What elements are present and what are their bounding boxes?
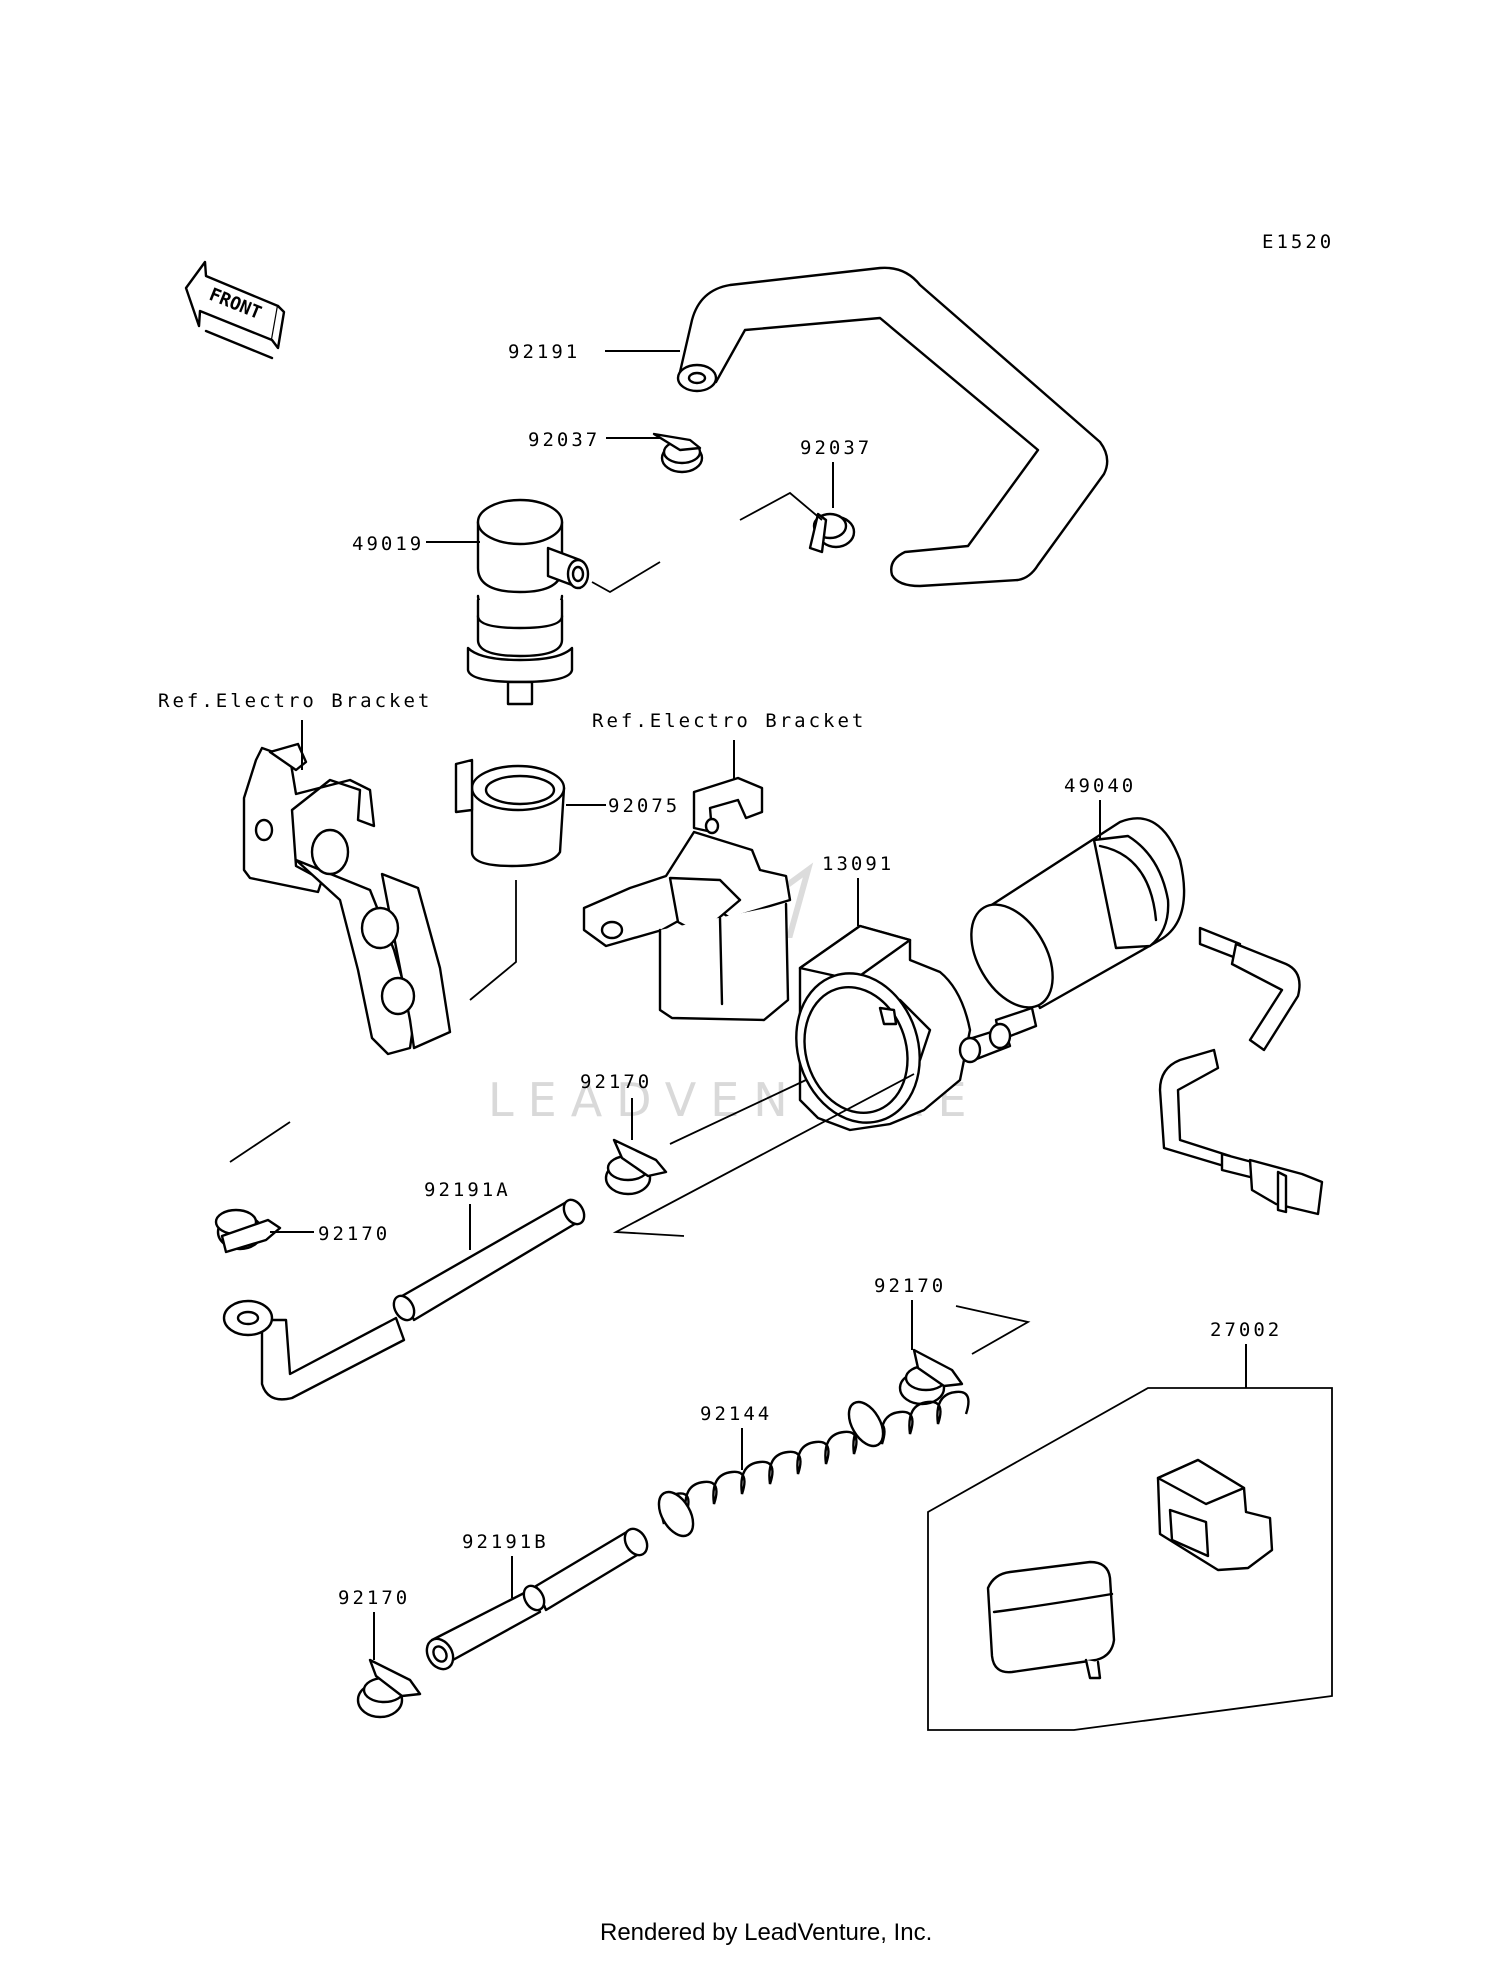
diagram-id: E1520 — [1262, 231, 1334, 253]
cushion-92075 — [454, 758, 566, 868]
label-92191: 92191 — [508, 341, 580, 363]
label-92037-b: 92037 — [800, 437, 872, 459]
electro-bracket-right — [582, 776, 792, 1022]
hose-92191 — [676, 266, 1109, 588]
pump-holder-13091 — [795, 924, 972, 1132]
clamp-92170-b — [214, 1208, 282, 1254]
front-arrow-icon: FRONT — [184, 260, 286, 360]
label-92144: 92144 — [700, 1403, 772, 1425]
label-92170-d: 92170 — [338, 1587, 410, 1609]
connector-kit-27002 — [927, 1387, 1333, 1731]
clamp-92170-d — [356, 1658, 422, 1719]
hose-92191A — [222, 1198, 586, 1401]
electro-bracket-left — [242, 742, 452, 1056]
label-92170-a: 92170 — [580, 1071, 652, 1093]
clamp-92170-a — [604, 1138, 668, 1196]
label-92191A: 92191A — [424, 1179, 511, 1201]
clamp-92170-c — [898, 1348, 964, 1406]
label-92191B: 92191B — [462, 1531, 549, 1553]
label-92170-b: 92170 — [318, 1223, 390, 1245]
ref-electro-bracket-1: Ref.Electro Bracket — [158, 690, 432, 712]
spring-92144 — [657, 1390, 970, 1538]
label-92170-c: 92170 — [874, 1275, 946, 1297]
label-49040: 49040 — [1064, 775, 1136, 797]
footer-credit: Rendered by LeadVenture, Inc. — [600, 1919, 932, 1946]
ref-electro-bracket-2: Ref.Electro Bracket — [592, 710, 866, 732]
hose-92191B — [425, 1527, 649, 1671]
clamp-92037-b — [808, 512, 856, 554]
label-49019: 49019 — [352, 533, 424, 555]
label-13091: 13091 — [822, 853, 894, 875]
clamp-92037-a — [652, 432, 704, 474]
label-92075: 92075 — [608, 795, 680, 817]
label-92037-a: 92037 — [528, 429, 600, 451]
fuel-filter-49019 — [466, 498, 590, 706]
label-27002: 27002 — [1210, 1319, 1282, 1341]
fuel-pump-49040 — [958, 817, 1324, 1216]
